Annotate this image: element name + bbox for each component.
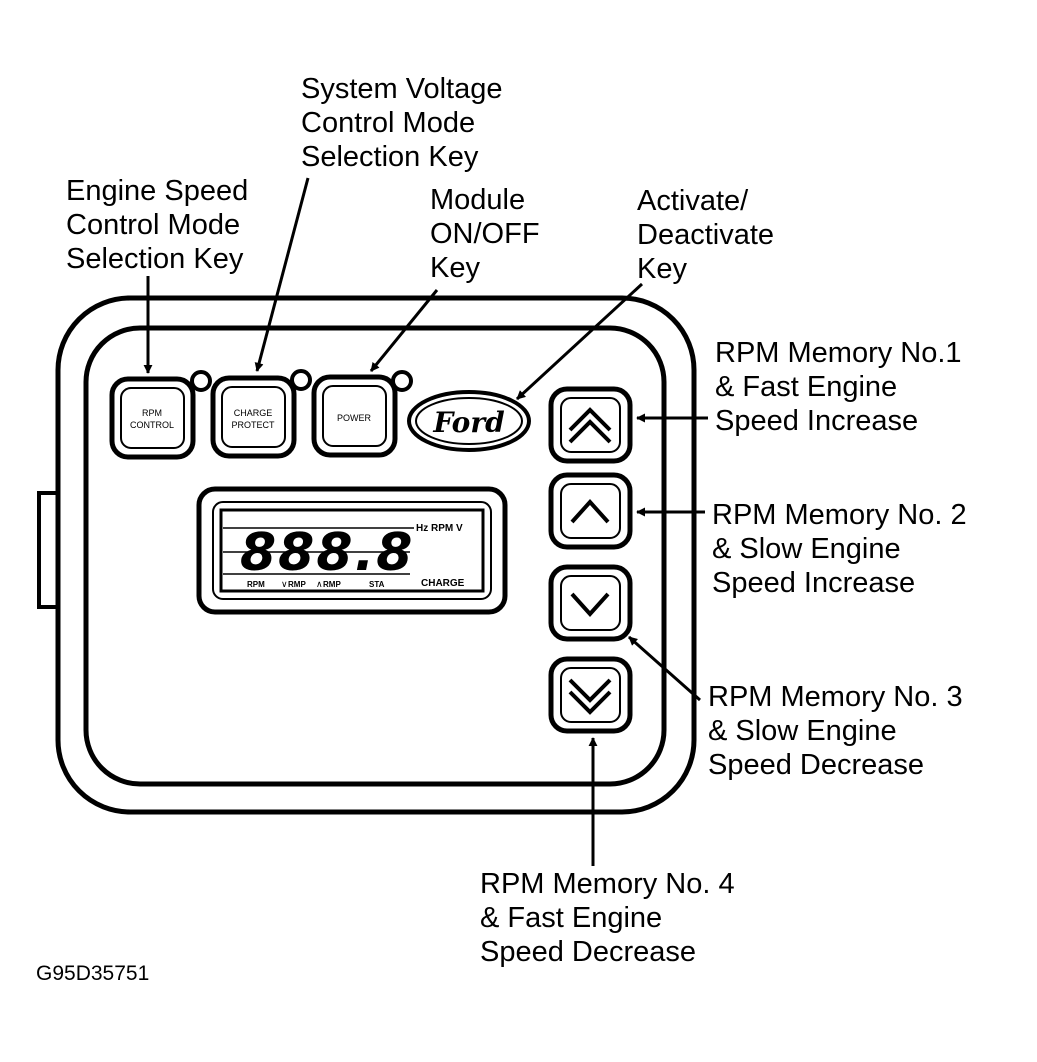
display-units: Hz RPM V	[416, 523, 463, 534]
power-indicator-led	[391, 370, 413, 392]
charge-protect-indicator-led	[290, 369, 312, 391]
display-label-charge: CHARGE	[421, 578, 465, 589]
callout-line: RPM Memory No. 3	[708, 681, 963, 713]
rpm-memory-2-key[interactable]	[548, 472, 633, 550]
callout-line: & Slow Engine	[708, 715, 897, 747]
rpm-control-label-line2: CONTROL	[130, 420, 174, 430]
double-chevron-up-icon-second	[568, 419, 612, 444]
callout-line: Key	[637, 253, 687, 285]
power-key[interactable]: POWER	[311, 374, 398, 458]
display-label-rmp-down: RMP	[288, 580, 306, 589]
callout-line: Selection Key	[301, 141, 479, 173]
rpm-control-indicator-led	[190, 370, 212, 392]
rpm-control-label-line1: RPM	[142, 408, 162, 418]
callout-line: RPM Memory No. 4	[480, 868, 735, 900]
callout-line: RPM Memory No.1	[715, 337, 962, 369]
callout-line: Speed Increase	[712, 567, 916, 599]
display-down-glyph: ∨	[281, 580, 288, 590]
callout-line: ON/OFF	[430, 218, 540, 250]
ford-logo-text: Ford	[432, 406, 504, 439]
callout-line: Control Mode	[66, 209, 241, 241]
callout-line: Key	[430, 252, 480, 284]
callout-rpm-memory-4: RPM Memory No. 4 & Fast Engine Speed Dec…	[480, 867, 735, 969]
module-inner-bezel	[83, 325, 667, 787]
callout-rpm-memory-2: RPM Memory No. 2 & Slow Engine Speed Inc…	[712, 498, 967, 600]
callout-system-voltage-key: System Voltage Control Mode Selection Ke…	[301, 72, 503, 174]
double-chevron-up-icon	[568, 407, 612, 432]
leader-rpm-memory-3	[628, 635, 701, 702]
lcd-display: 888.8 Hz RPM V RPM ∨ RMP ∧ RMP STA CHARG…	[196, 486, 508, 615]
callout-line: System Voltage	[301, 73, 503, 105]
callout-line: Selection Key	[66, 243, 244, 275]
callout-line: Speed Decrease	[708, 749, 925, 781]
rpm-memory-3-key[interactable]	[548, 564, 633, 642]
callout-line: Speed Decrease	[480, 936, 697, 968]
display-digits: 888.8	[240, 523, 414, 583]
charge-protect-label-line1: CHARGE	[234, 408, 273, 418]
callout-rpm-memory-3: RPM Memory No. 3 & Slow Engine Speed Dec…	[708, 680, 963, 782]
leader-system-voltage-key	[254, 177, 310, 372]
rpm-control-key[interactable]: RPM CONTROL	[109, 376, 196, 460]
callout-rpm-memory-1: RPM Memory No.1 & Fast Engine Speed Incr…	[715, 336, 962, 438]
rpm-memory-4-key[interactable]	[548, 656, 633, 734]
callout-line: Engine Speed	[66, 175, 249, 207]
charge-protect-key[interactable]: CHARGE PROTECT	[210, 375, 297, 459]
double-chevron-down-icon-second	[568, 690, 612, 715]
callout-line: & Fast Engine	[480, 902, 663, 934]
leader-module-on-off-key	[369, 289, 439, 372]
leader-activate-deactivate-key	[515, 282, 644, 401]
double-chevron-down-icon	[568, 678, 612, 703]
charge-protect-label-line2: PROTECT	[231, 420, 275, 430]
callout-line: Module	[430, 184, 526, 216]
callout-engine-speed-key: Engine Speed Control Mode Selection Key	[66, 174, 248, 276]
rpm-memory-1-key[interactable]	[548, 386, 633, 464]
figure-id: G95D35751	[36, 962, 150, 985]
display-label-rpm: RPM	[247, 580, 265, 589]
display-label-sta: STA	[369, 580, 385, 589]
display-up-glyph: ∧	[316, 580, 323, 590]
power-label: POWER	[337, 413, 372, 423]
callout-line: Control Mode	[301, 107, 476, 139]
callout-line: & Fast Engine	[715, 371, 898, 403]
chevron-down-icon	[570, 592, 610, 617]
chevron-up-icon	[570, 499, 610, 524]
callout-line: RPM Memory No. 2	[712, 499, 967, 531]
callout-activate-deactivate-key: Activate/ Deactivate Key	[637, 184, 774, 286]
callout-line: Deactivate	[637, 219, 775, 251]
display-label-rmp-up: RMP	[323, 580, 341, 589]
callout-line: & Slow Engine	[712, 533, 901, 565]
callout-line: Activate/	[637, 185, 749, 217]
callout-line: Speed Increase	[715, 405, 919, 437]
callout-module-on-off-key: Module ON/OFF Key	[430, 183, 540, 285]
ford-logo-key[interactable]: Ford	[407, 390, 531, 452]
